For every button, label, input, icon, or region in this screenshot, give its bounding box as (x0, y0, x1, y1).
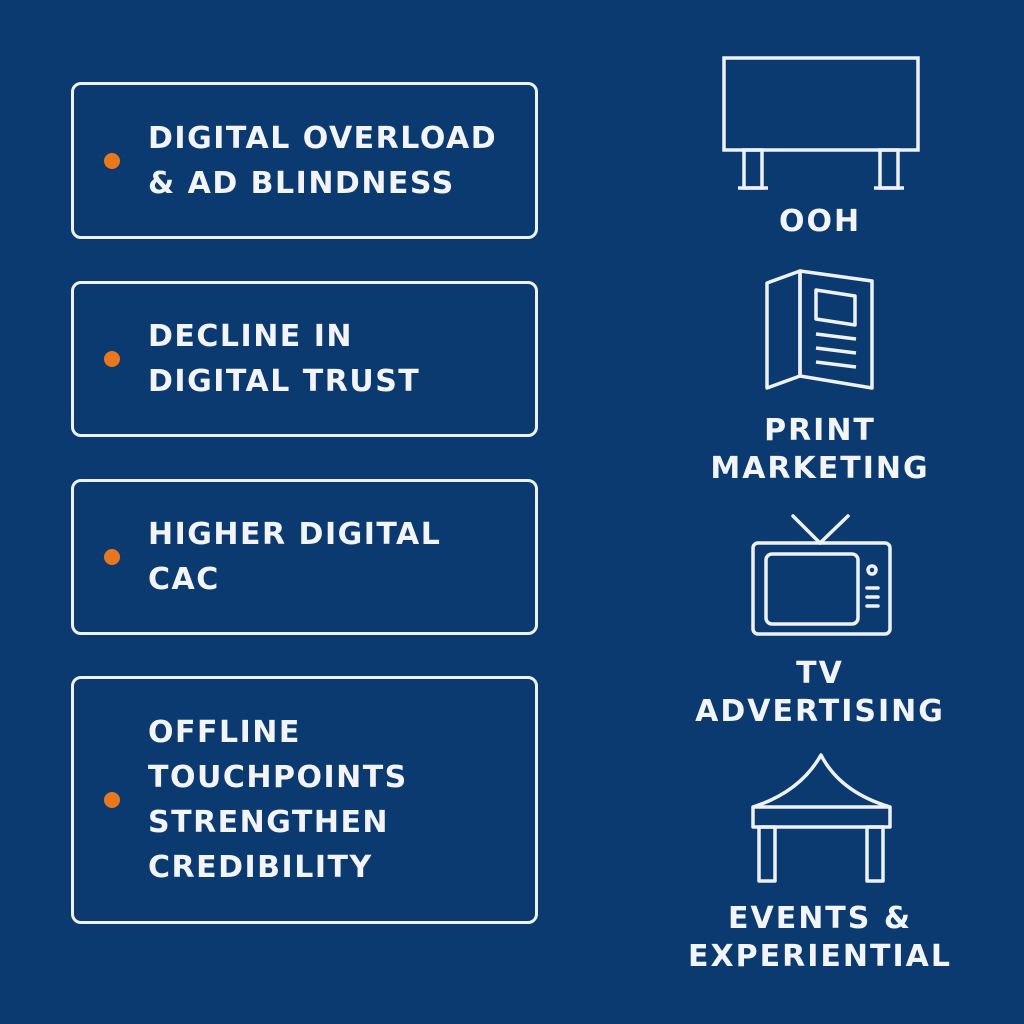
tent-icon (751, 753, 892, 883)
channel-label: EVENTS & EXPERIENTIAL (688, 901, 952, 974)
channel-ooh: OOH (680, 55, 960, 241)
channel-tv-advertising: TV ADVERTISING (680, 512, 960, 731)
challenge-label: DECLINE IN DIGITAL TRUST (148, 319, 421, 399)
challenge-label: DIGITAL OVERLOAD & AD BLINDNESS (148, 120, 498, 201)
challenge-card-digital-trust: DECLINE IN DIGITAL TRUST (71, 281, 538, 437)
bullet-dot-icon (104, 152, 120, 169)
channel-label: OOH (778, 204, 862, 239)
channel-events-experiential: EVENTS & EXPERIENTIAL (680, 752, 960, 976)
television-icon (751, 514, 892, 636)
challenge-card-offline-touchpoints: OFFLINE TOUCHPOINTS STRENGTHEN CREDIBILI… (71, 676, 538, 924)
channel-print-marketing: PRINT MARKETING (680, 268, 960, 488)
bullet-dot-icon (104, 351, 120, 367)
channel-label: TV ADVERTISING (695, 656, 945, 729)
challenge-card-digital-cac: HIGHER DIGITAL CAC (71, 479, 538, 635)
billboard-icon (722, 56, 920, 190)
channel-label: PRINT MARKETING (710, 413, 930, 486)
challenge-label: HIGHER DIGITAL CAC (148, 517, 442, 597)
challenge-card-digital-overload: DIGITAL OVERLOAD & AD BLINDNESS (71, 82, 538, 239)
bullet-dot-icon (104, 792, 120, 808)
brochure-icon (765, 269, 874, 390)
bullet-dot-icon (104, 549, 120, 565)
challenge-label: OFFLINE TOUCHPOINTS STRENGTHEN CREDIBILI… (148, 715, 408, 885)
